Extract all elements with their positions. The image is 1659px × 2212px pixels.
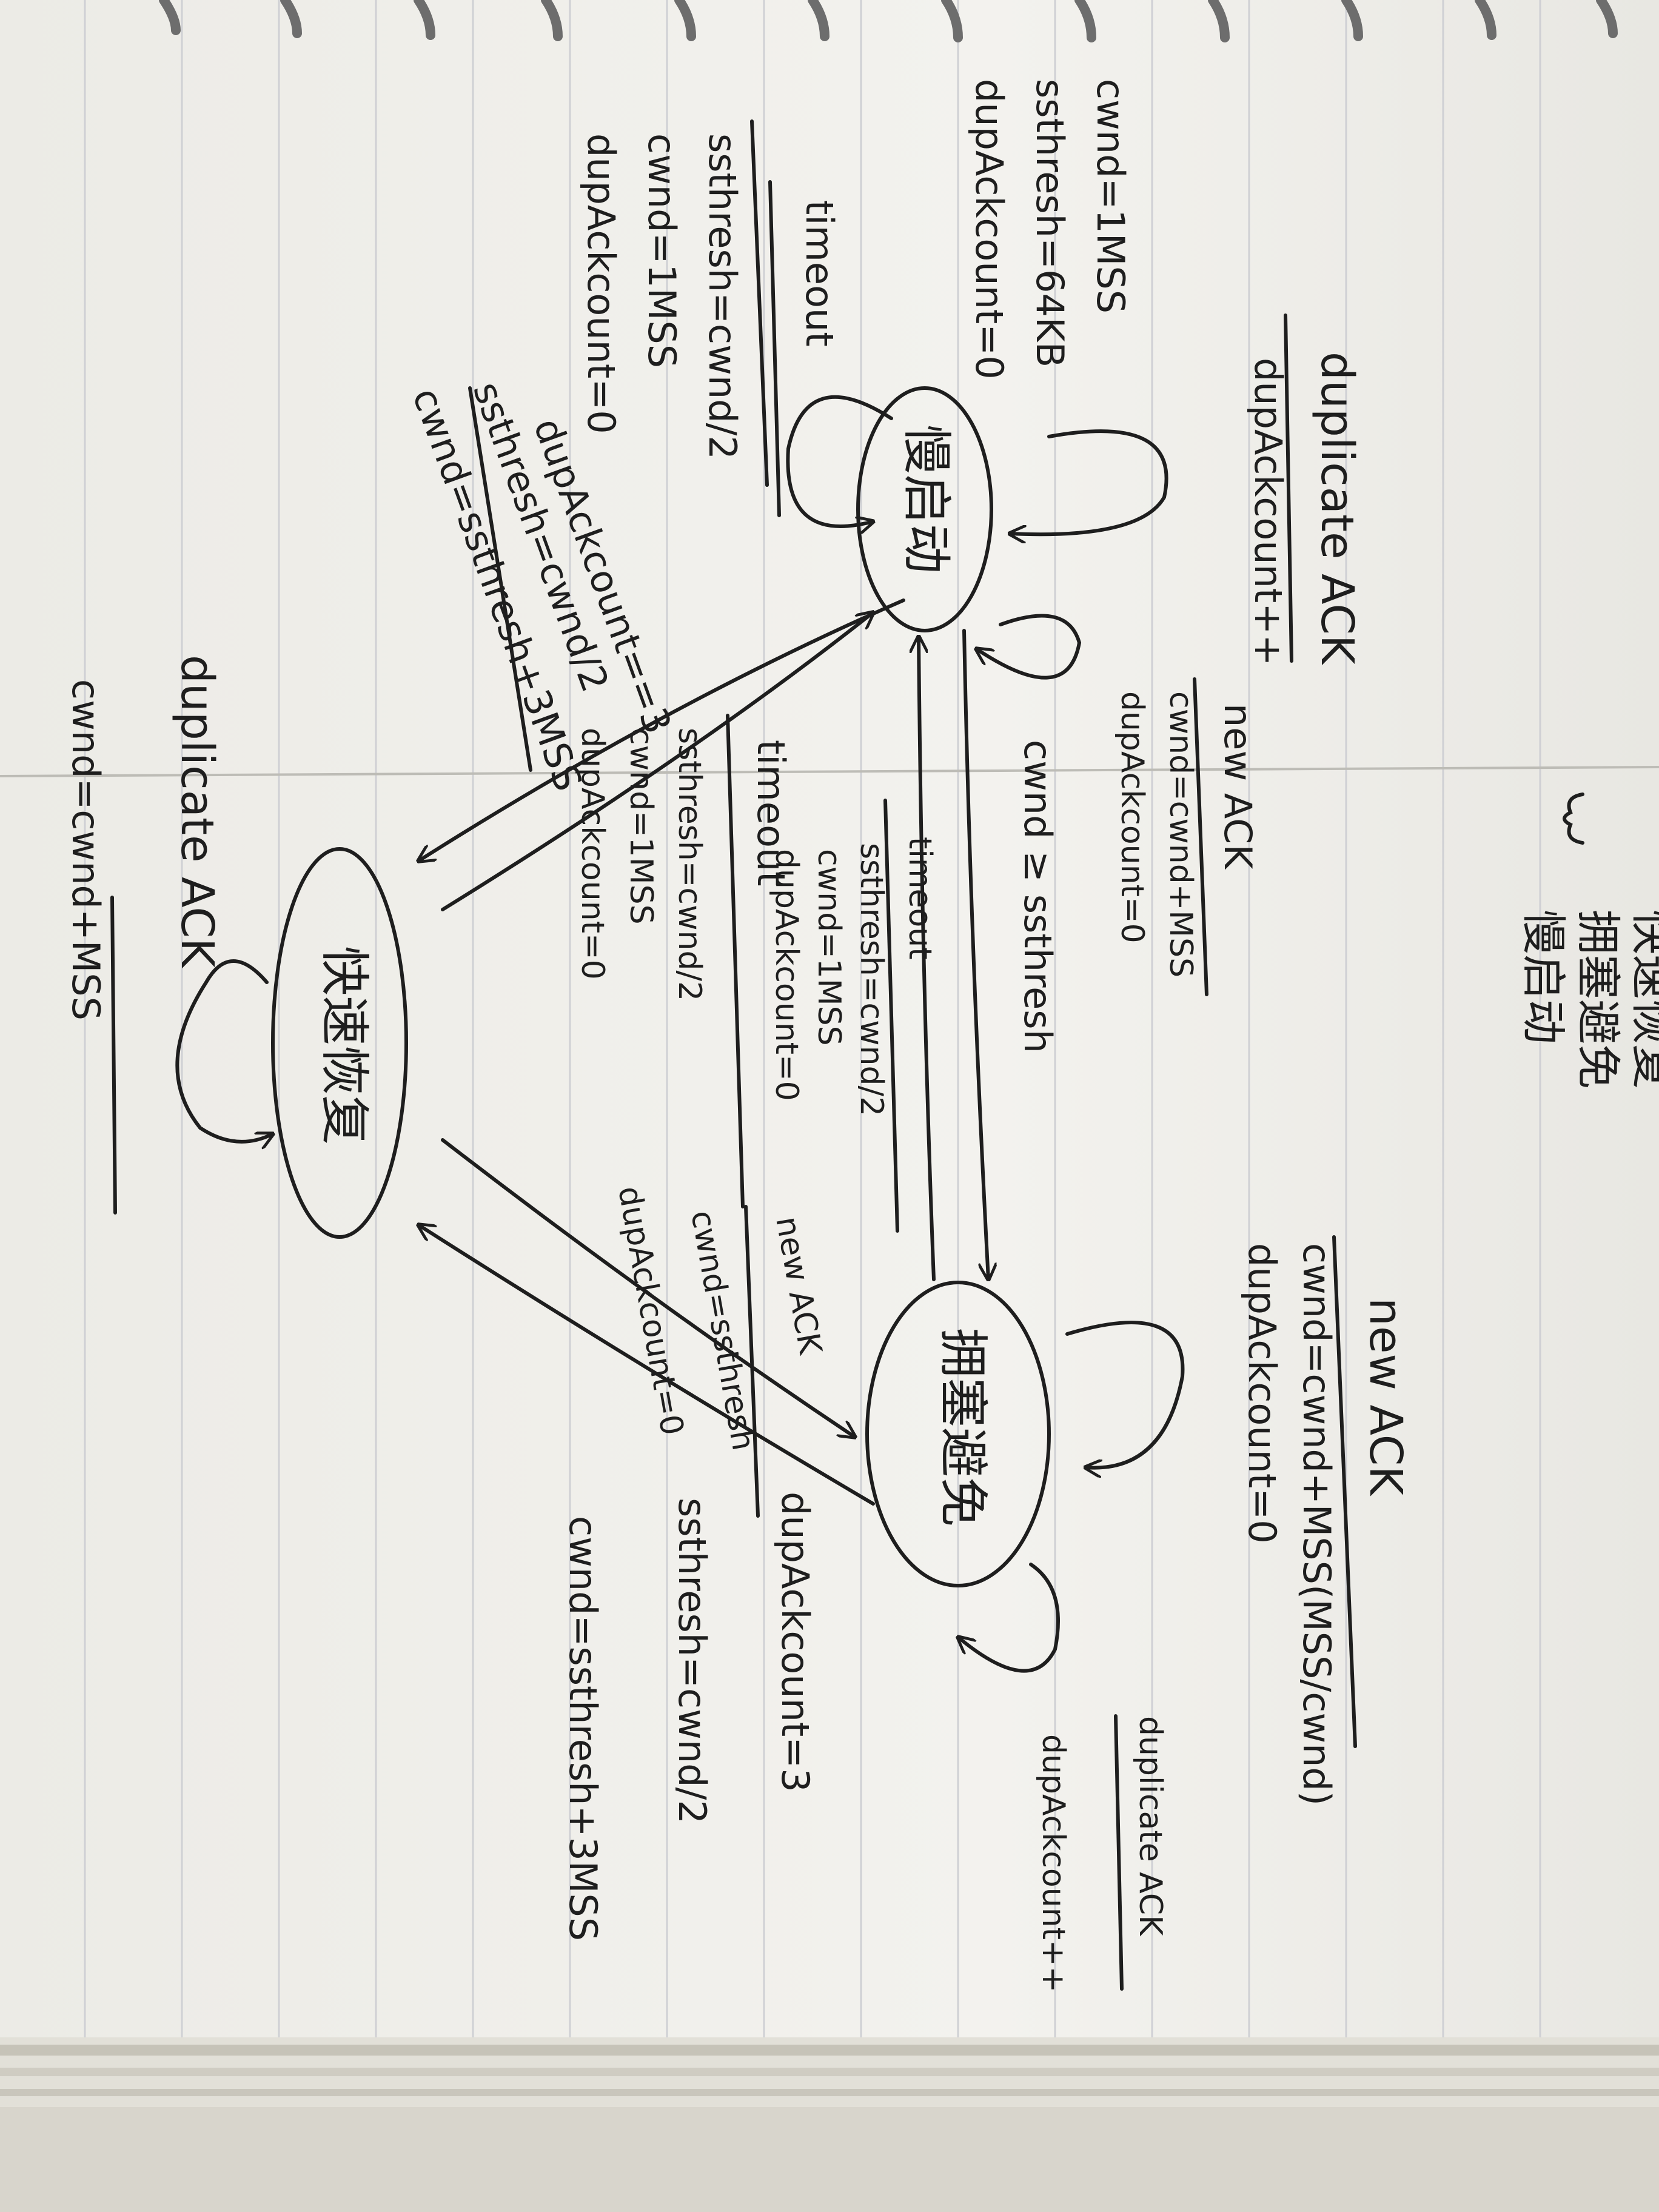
- legend-item-fast-recovery: 快速恢复: [1626, 910, 1659, 1089]
- state-fast-recovery-label: 快速恢复: [315, 946, 373, 1145]
- underline-duplicate-ack-ss: [1284, 313, 1293, 663]
- legend-item-congestion-avoidance: 拥塞避免: [1572, 910, 1624, 1089]
- underline-fr-to-ss-timeout: [726, 714, 745, 1208]
- label-ca-to-fr: dupAckcount=3 ssthresh=cwnd/2 cwnd=ssthr…: [561, 1492, 817, 1941]
- state-congestion-avoidance-circle: [865, 1281, 1051, 1587]
- ca-newack-line-0: new ACK: [1359, 1298, 1412, 1496]
- spiral-binding: [159, 0, 1618, 42]
- state-congestion-avoidance-label: 拥塞避免: [934, 1328, 991, 1527]
- ss-to-ca-label: cwnd ≥ ssthresh: [1016, 740, 1060, 1053]
- fr-self-line-1: cwnd=cwnd+MSS: [64, 679, 108, 1021]
- arrow-ca-to-fr: [418, 1225, 875, 1506]
- underline-fr-to-ca: [744, 1205, 760, 1518]
- loop-slow-start-right: [1010, 429, 1168, 534]
- underline-ca-dupack: [1114, 1714, 1124, 1991]
- label-ss-newack: new ACK cwnd=cwnd+MSS dupAckcount=0: [1114, 691, 1260, 977]
- page-edges: [0, 2037, 1659, 2212]
- label-fr-to-ss-timeout: timeout ssthresh=cwnd/2 cwnd=1MSS dupAck…: [574, 728, 793, 1001]
- fr-self-line-0: duplicate ACK: [171, 655, 223, 969]
- diagram-ink: [110, 119, 1584, 1991]
- underline-ss-to-fr: [468, 386, 532, 772]
- arrow-fr-to-ca: [441, 1138, 855, 1437]
- ruled-lines: [84, 0, 1541, 2049]
- ca-to-ss-timeout-line-2: cwnd=1MSS: [811, 849, 847, 1046]
- state-slow-start-circle: [856, 386, 993, 632]
- ca-to-fr-line-0: dupAckcount=3: [773, 1492, 817, 1792]
- fr-to-ss-timeout-line-2: cwnd=1MSS: [623, 728, 659, 925]
- loop-ca-bottom: [958, 1563, 1060, 1673]
- legend-item-slow-start: 慢启动: [1517, 910, 1569, 1044]
- fr-to-ss-timeout-line-1: ssthresh=cwnd/2: [671, 728, 708, 1001]
- arrow-ss-to-fr: [418, 598, 905, 861]
- loop-ca-right: [1065, 1321, 1185, 1468]
- loop-slow-start-top: [786, 395, 893, 526]
- page-fold: [0, 766, 1659, 777]
- label-fr-self: duplicate ACK cwnd=cwnd+MSS: [64, 655, 223, 1021]
- state-slow-start-label: 慢启动: [897, 424, 955, 574]
- arrow-ss-to-ca: [962, 629, 988, 1279]
- underline-ss-newack: [1193, 677, 1208, 996]
- ss-newack-line-1: cwnd=cwnd+MSS: [1162, 691, 1199, 977]
- label-ca-newack: new ACK cwnd=cwnd+MSS(MSS/cwnd) dupAckco…: [1240, 1243, 1412, 1806]
- ca-dupack-line-1: dupAckcount++: [1035, 1734, 1071, 1992]
- ss-timeout-line-1: ssthresh=cwnd/2: [700, 133, 745, 460]
- arrow-ca-to-ss: [919, 637, 936, 1281]
- state-fast-recovery-circle: [271, 847, 408, 1239]
- ca-to-fr-line-2: cwnd=ssthresh+3MSS: [561, 1516, 605, 1941]
- label-ca-dupack: duplicate ACK dupAckcount++: [1035, 1716, 1168, 1992]
- initial-line-2: dupAckcount=0: [967, 79, 1011, 380]
- initial-line-1: ssthresh=64KB: [1028, 79, 1072, 367]
- underline-ca-newack: [1332, 1235, 1357, 1748]
- underline-fr-self: [110, 896, 117, 1215]
- ss-self-dup-line-1: dupAckcount++: [1246, 358, 1290, 666]
- ca-to-ss-timeout-line-3: dupAckcount=0: [768, 849, 805, 1101]
- ss-timeout-line-0: timeout: [797, 200, 842, 347]
- ca-newack-line-1: cwnd=cwnd+MSS(MSS/cwnd): [1295, 1243, 1339, 1806]
- ss-timeout-line-2: cwnd=1MSS: [640, 133, 684, 368]
- loop-fast-recovery: [175, 959, 273, 1142]
- loop-slow-start-bottom: [976, 614, 1082, 680]
- ca-dupack-line-0: duplicate ACK: [1132, 1716, 1168, 1937]
- initial-line-0: cwnd=1MSS: [1088, 79, 1133, 313]
- legend-brace: [1563, 793, 1584, 845]
- underline-initial: [750, 119, 769, 487]
- underline-ca-to-ss-timeout: [883, 799, 899, 1233]
- ca-to-ss-timeout-line-0: timeout: [902, 837, 938, 960]
- ss-newack-line-0: new ACK: [1216, 703, 1260, 870]
- underline-ss-timeout: [768, 180, 781, 517]
- fr-to-ss-timeout-line-0: timeout: [749, 740, 793, 886]
- label-ss-timeout: timeout ssthresh=cwnd/2 cwnd=1MSS dupAck…: [579, 133, 842, 460]
- fr-to-ss-timeout-line-3: dupAckcount=0: [574, 728, 611, 980]
- initial-conditions: cwnd=1MSS ssthresh=64KB dupAckcount=0: [967, 79, 1133, 380]
- label-ca-to-ss-timeout: timeout ssthresh=cwnd/2 cwnd=1MSS dupAck…: [768, 837, 938, 1116]
- ss-timeout-line-3: dupAckcount=0: [579, 133, 623, 434]
- ca-to-ss-timeout-line-1: ssthresh=cwnd/2: [853, 843, 890, 1116]
- ss-self-dup-line-0: duplicate ACK: [1311, 352, 1363, 666]
- arrow-fr-to-ss: [441, 612, 873, 911]
- ca-to-fr-line-1: ssthresh=cwnd/2: [670, 1498, 714, 1824]
- ss-newack-line-2: dupAckcount=0: [1114, 691, 1150, 943]
- ca-newack-line-2: dupAckcount=0: [1240, 1243, 1284, 1544]
- label-ss-self-dup: duplicate ACK dupAckcount++: [1246, 352, 1363, 666]
- legend: 慢启动 拥塞避免 快速恢复: [1517, 910, 1659, 1089]
